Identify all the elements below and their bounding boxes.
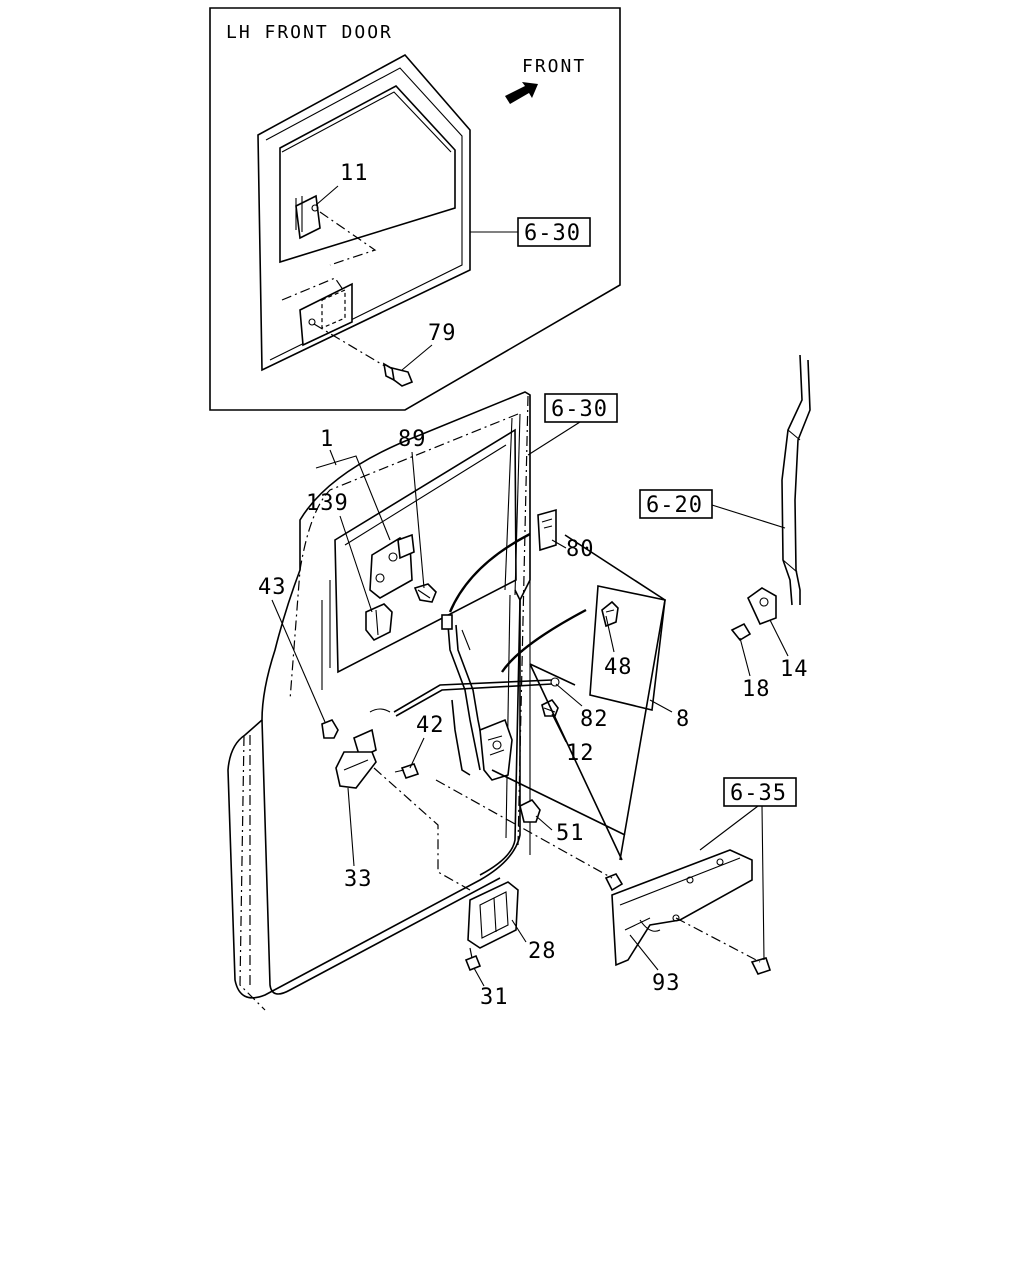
ref-box-inset [517,217,591,247]
ref-inset-label: 6-30 [524,221,581,246]
bracket-139 [365,603,393,642]
clip-93-nut [604,873,624,892]
ref-box-pillar [639,489,713,519]
clip-51 [519,798,541,823]
label-8: 8 [676,707,690,732]
ref-main-label: 6-30 [551,397,608,422]
label-51: 51 [556,821,585,846]
label-33: 33 [344,867,373,892]
label-42: 42 [416,713,445,738]
body-pillar [781,354,811,606]
door-panel [227,391,531,1011]
inset-panel: LH FRONT DOOR FRONT [209,7,621,411]
bracket-93 [611,849,753,967]
outside-handle-33 [335,728,377,789]
ref-box-bracket [723,777,797,807]
label-89: 89 [398,427,427,452]
cable-upper [448,532,531,613]
lock-bracket-11 [295,194,321,240]
ref-box-main [544,393,618,423]
label-14: 14 [780,657,809,682]
striker-14 [746,587,777,626]
inside-handle-28 [467,881,519,949]
label-82: 82 [580,707,609,732]
clip-43 [321,719,339,739]
label-31: 31 [480,985,509,1010]
bolt-93 [750,957,772,975]
screw-42 [394,763,420,779]
bolt-89 [413,583,437,603]
rod-linkage [369,614,560,776]
cable-lower [501,608,587,673]
bolt-18 [730,622,752,642]
front-arrow-icon [505,82,538,104]
screw-31 [464,954,482,972]
label-28: 28 [528,939,557,964]
label-80: 80 [566,537,595,562]
label-18: 18 [742,677,771,702]
label-12: 12 [566,741,595,766]
inset-title: LH FRONT DOOR [226,22,393,43]
label-1: 1 [320,427,334,452]
front-direction-label: FRONT [522,56,586,77]
switch-80 [537,508,557,552]
label-43: 43 [258,575,287,600]
hinge-1 [369,533,415,599]
label-11: 11 [340,161,369,186]
label-139: 139 [306,491,349,516]
label-93: 93 [652,971,681,996]
label-79: 79 [428,321,457,346]
ref-bracket-label: 6-35 [730,781,787,806]
lock-assembly [479,718,513,781]
bolt-79 [382,362,414,387]
inset-door [257,53,471,387]
ref-pillar-label: 6-20 [646,493,703,518]
label-48: 48 [604,655,633,680]
clip-48-box [589,585,666,711]
